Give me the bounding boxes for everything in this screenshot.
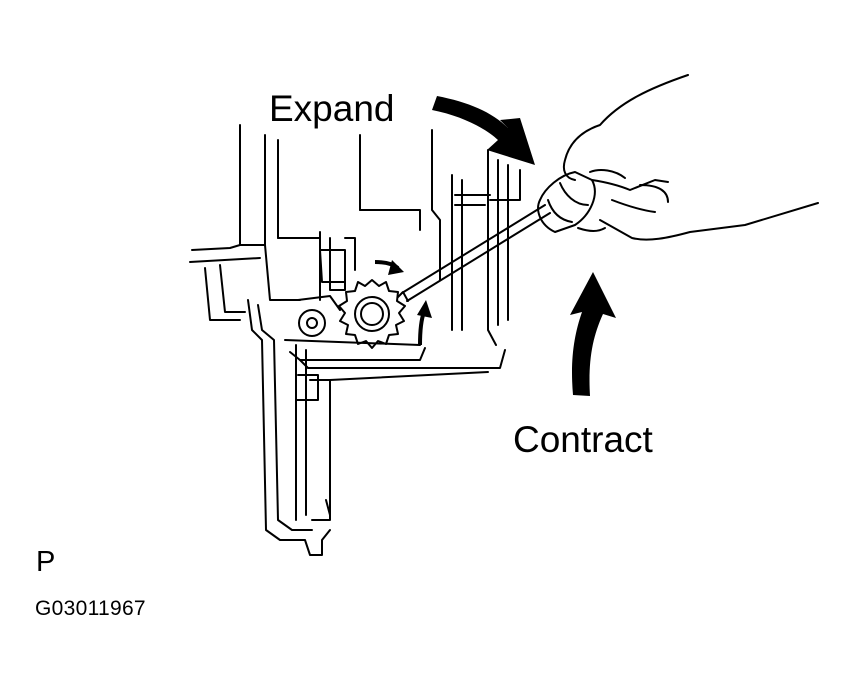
view-letter: P: [36, 546, 56, 578]
contract-label: Contract: [513, 419, 653, 460]
pivot-pin: [297, 295, 341, 337]
adjuster-gear-icon: [338, 279, 406, 349]
brake-shoe: [189, 231, 356, 321]
backing-plate: [239, 124, 521, 346]
adjuster-lever: [247, 299, 506, 556]
expand-arrow-icon: [432, 96, 535, 165]
expand-label: Expand: [269, 88, 395, 129]
hand-icon: [562, 74, 819, 241]
contract-arrow-icon: [570, 272, 616, 396]
figure-code: G03011967: [35, 597, 146, 620]
small-arrows: [374, 260, 432, 346]
screwdriver-icon: [397, 171, 596, 302]
